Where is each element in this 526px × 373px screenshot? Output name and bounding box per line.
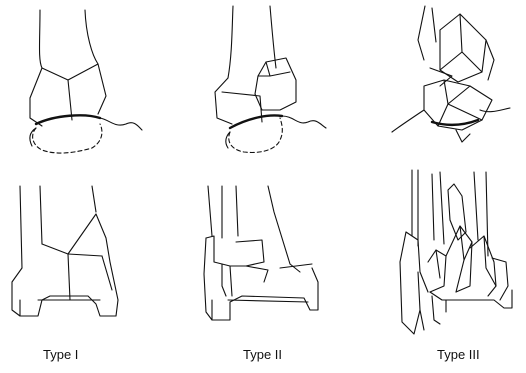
type-2-lateral-view [204, 186, 318, 320]
type-2-frontal-view [215, 6, 326, 153]
type-3-frontal-view [392, 6, 510, 142]
type-2-label: Type II [243, 347, 282, 362]
type-1-frontal-view [30, 10, 142, 153]
type-3-label: Type III [437, 347, 480, 362]
type-3-lateral-view [400, 170, 512, 334]
type-1-lateral-view [12, 186, 118, 316]
type-1-label: Type I [43, 347, 78, 362]
